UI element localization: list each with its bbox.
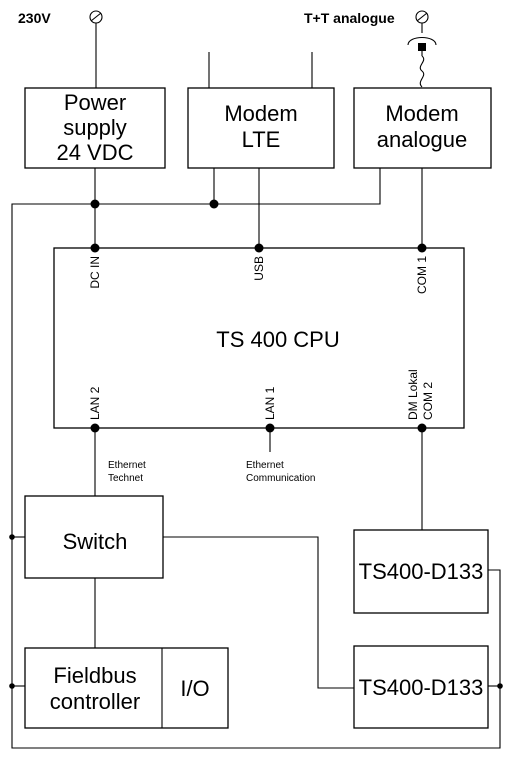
d133-lower-block: TS400-D133	[353, 645, 489, 729]
io-label: I/O	[180, 676, 209, 701]
switch-label: Switch	[63, 529, 128, 554]
port-dc-in-dot	[90, 243, 100, 253]
power-supply-line2: supply	[63, 115, 127, 140]
supply-label: 230V	[18, 10, 51, 26]
power-supply-line1: Power	[64, 90, 126, 115]
cpu-label: TS 400 CPU	[216, 327, 340, 352]
junction-dot	[9, 534, 15, 540]
junction-dot	[90, 199, 100, 209]
port-usb-dot	[254, 243, 264, 253]
port-lan1-label: LAN 1	[263, 386, 277, 420]
port-lan2-label: LAN 2	[88, 386, 102, 420]
junction-dot	[209, 199, 219, 209]
port-usb-label: USB	[252, 256, 266, 281]
d133-upper-label: TS400-D133	[359, 559, 484, 584]
power-supply-line3: 24 VDC	[56, 140, 133, 165]
modem-analogue-block: Modem analogue	[353, 87, 492, 169]
modem-analogue-line2: analogue	[377, 127, 468, 152]
power-bus	[11, 168, 501, 749]
fieldbus-controller-block: Fieldbus controller I/O	[24, 647, 229, 729]
modem-lte-line1: Modem	[224, 101, 297, 126]
modem-lte-line2: LTE	[242, 127, 281, 152]
note-ethernet-technet-1: Ethernet	[108, 460, 146, 471]
terminal-phone-icon	[415, 10, 429, 24]
modem-lte-block: Modem LTE	[187, 87, 335, 169]
port-com1-dot	[417, 243, 427, 253]
note-ethernet-technet-2: Technet	[108, 473, 143, 484]
port-com2-label: COM 2	[421, 382, 435, 420]
port-dm-lokal-label: DM Lokal	[406, 369, 420, 420]
note-ethernet-communication-2: Communication	[246, 473, 315, 484]
wire-switch-d133	[163, 536, 354, 689]
phone-line-label: T+T analogue	[304, 10, 395, 26]
junction-dot	[497, 683, 503, 689]
junction-dot	[9, 683, 15, 689]
note-ethernet-communication-1: Ethernet	[246, 460, 284, 471]
port-dc-in-label: DC IN	[88, 256, 102, 289]
port-com1-label: COM 1	[415, 256, 429, 294]
d133-lower-label: TS400-D133	[359, 675, 484, 700]
cpu-block: TS 400 CPU	[53, 247, 465, 429]
phone-jack-icon	[407, 23, 437, 88]
fieldbus-line1: Fieldbus	[53, 663, 136, 688]
power-supply-block: Power supply 24 VDC	[24, 87, 166, 169]
modem-analogue-line1: Modem	[385, 101, 458, 126]
terminal-230v-icon	[89, 10, 103, 24]
fieldbus-line2: controller	[50, 689, 140, 714]
d133-upper-block: TS400-D133	[353, 529, 489, 614]
switch-block: Switch	[24, 495, 164, 579]
